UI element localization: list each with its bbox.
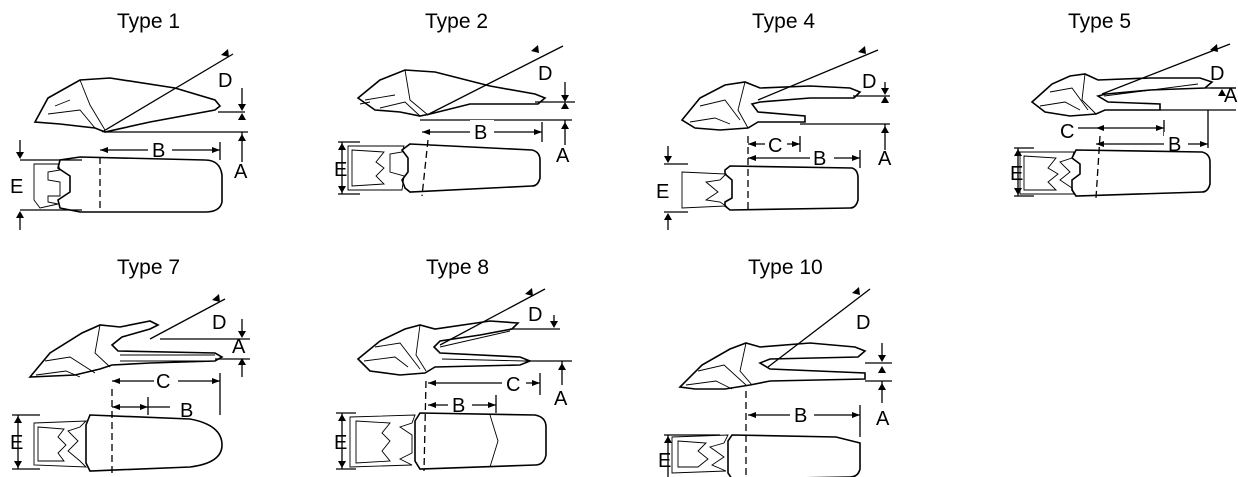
type-2-label-a: A bbox=[556, 145, 570, 167]
type-4-tooth bbox=[680, 81, 862, 131]
type-5-title: Type 5 bbox=[1068, 10, 1132, 33]
type-7-label-d: D bbox=[212, 312, 226, 334]
type-7-label-c: C bbox=[156, 371, 170, 393]
type-10-label-b: B bbox=[794, 405, 807, 427]
type-4-label-d: D bbox=[862, 71, 876, 93]
type-10-label-d: D bbox=[856, 312, 870, 334]
type-8-label-a: A bbox=[554, 388, 568, 410]
type-1-label-a: A bbox=[234, 161, 248, 183]
type-5-diagram: D A C B E bbox=[1010, 43, 1238, 199]
type-8-adapter bbox=[414, 412, 547, 470]
type-5-label-e: E bbox=[1010, 163, 1023, 185]
type-1-diagram: D A B E bbox=[10, 49, 248, 230]
type-2-label-d: D bbox=[538, 63, 552, 85]
type-10-diagram: D A B E bbox=[658, 287, 892, 477]
type-8-diagram: D A C B E bbox=[334, 288, 572, 472]
type-1-tooth bbox=[33, 77, 222, 133]
type-10-label-e: E bbox=[658, 450, 671, 472]
type-1-label-b: B bbox=[152, 140, 165, 162]
type-4-label-a: A bbox=[878, 148, 892, 170]
type-7-title: Type 7 bbox=[117, 256, 181, 279]
type-8-label-b: B bbox=[452, 395, 465, 417]
type-2-label-b: B bbox=[474, 122, 487, 144]
type-5-tooth bbox=[1030, 73, 1214, 117]
type-8-tooth bbox=[356, 320, 533, 376]
type-2-tooth bbox=[356, 69, 547, 117]
type-5-label-c: C bbox=[1060, 121, 1074, 143]
type-8-label-e: E bbox=[334, 432, 347, 454]
type-5-label-a: A bbox=[1224, 85, 1238, 107]
type-7-label-a: A bbox=[232, 336, 246, 358]
type-4-label-c: C bbox=[768, 135, 782, 157]
type-1-adapter bbox=[57, 156, 223, 213]
type-5-label-d: D bbox=[1210, 63, 1224, 85]
type-10-adapter bbox=[727, 434, 861, 477]
type-5-label-b: B bbox=[1168, 134, 1181, 156]
type-8-title: Type 8 bbox=[426, 256, 490, 279]
type-1-title: Type 1 bbox=[117, 10, 181, 33]
type-7-diagram: D A C B E bbox=[10, 294, 250, 475]
type-8-label-d: D bbox=[528, 304, 542, 326]
type-4-label-b: B bbox=[813, 148, 826, 170]
type-7-label-b: B bbox=[180, 400, 193, 422]
type-2-title: Type 2 bbox=[425, 10, 489, 33]
type-4-title: Type 4 bbox=[752, 10, 816, 33]
type-1-label-e: E bbox=[10, 176, 23, 198]
type-1-label-d: D bbox=[218, 70, 232, 92]
type-4-adapter bbox=[724, 165, 859, 211]
type-7-tooth bbox=[28, 320, 224, 378]
type-7-adapter bbox=[85, 414, 223, 472]
type-8-label-c: C bbox=[506, 374, 520, 396]
type-2-adapter bbox=[400, 143, 541, 193]
type-2-label-e: E bbox=[334, 159, 347, 181]
type-7-label-e: E bbox=[10, 432, 23, 454]
type-10-title: Type 10 bbox=[748, 256, 823, 279]
type-5-adapter bbox=[1070, 149, 1211, 197]
type-2-diagram: D A B E bbox=[334, 45, 575, 197]
type-4-diagram: D A C B E bbox=[656, 46, 892, 230]
type-10-label-a: A bbox=[876, 408, 890, 430]
type-4-label-e: E bbox=[656, 181, 669, 203]
